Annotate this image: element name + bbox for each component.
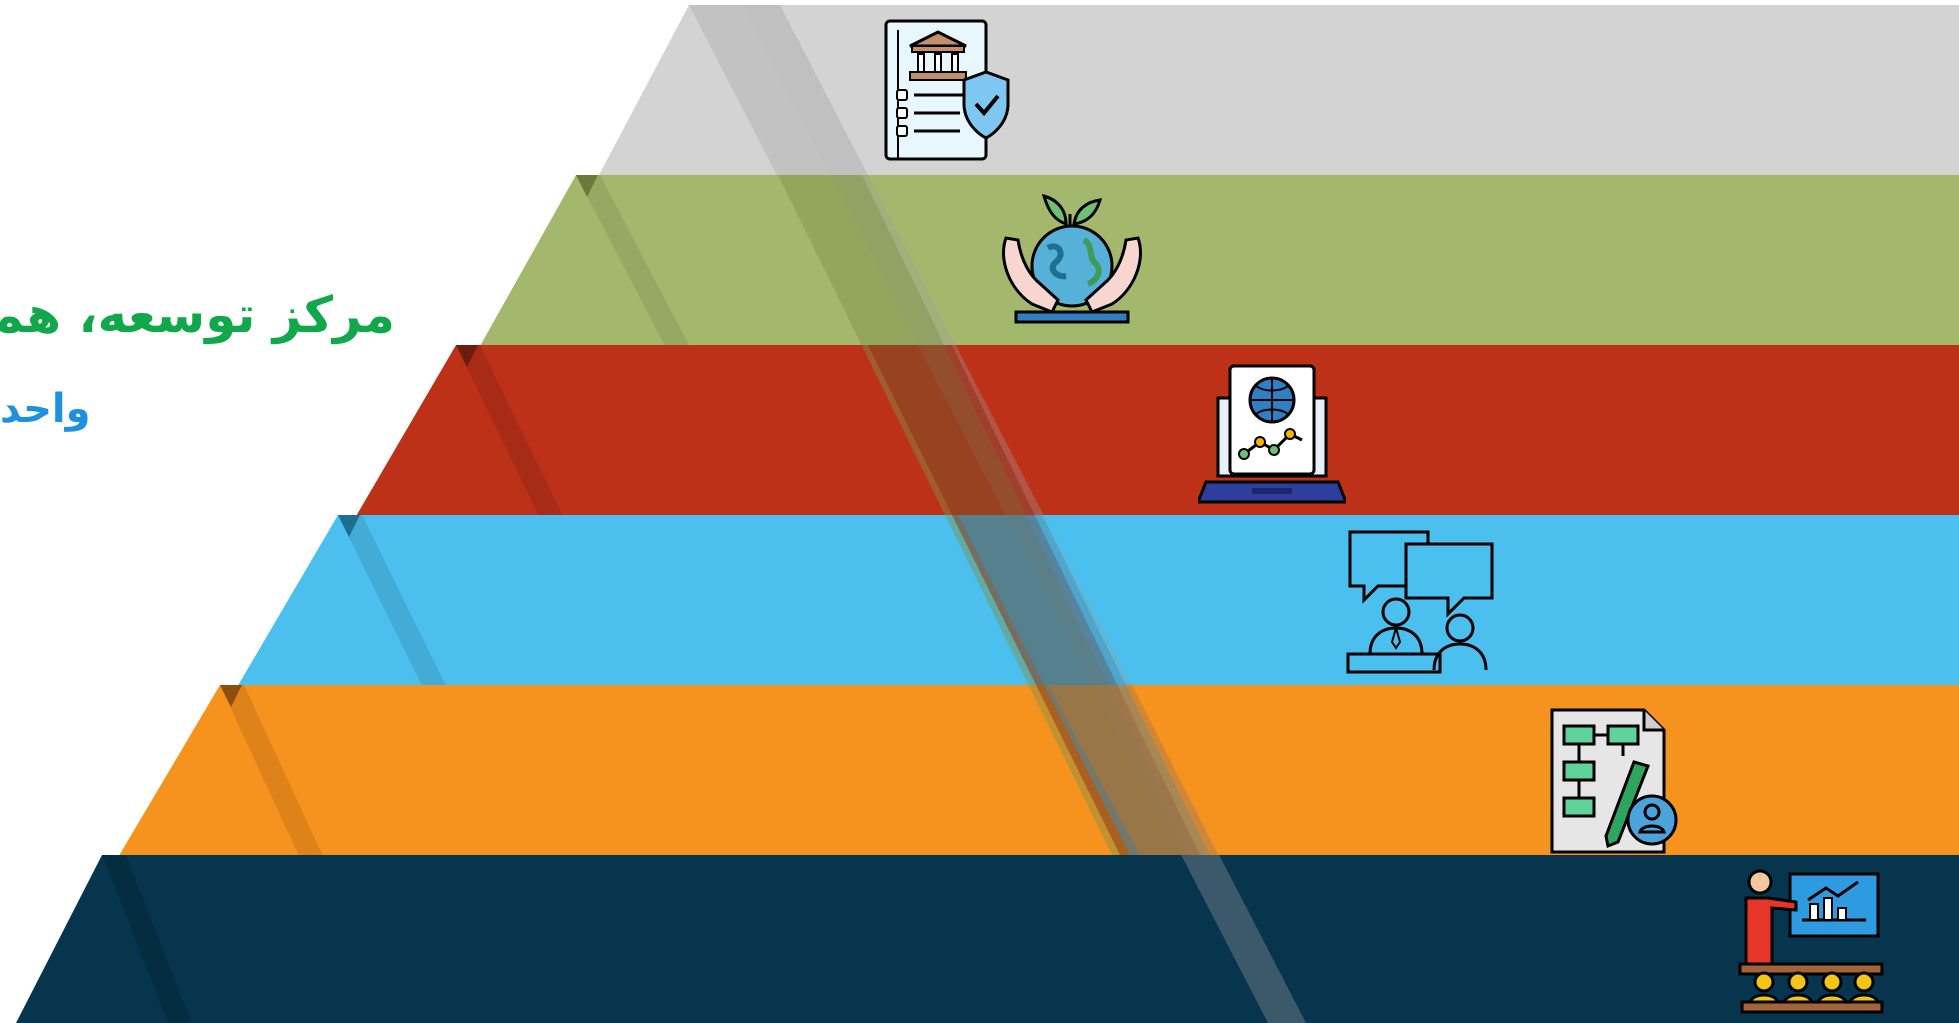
heading-subtitle: واحد — [0, 386, 91, 432]
band-green-overlay — [778, 175, 1190, 855]
globe-in-hands-plant-icon — [1002, 193, 1142, 324]
band-red-tip — [456, 345, 478, 367]
presentation-audience-chart-icon — [1738, 869, 1884, 1014]
band-green-tip — [576, 175, 598, 197]
consultation-chat-people-icon — [1346, 530, 1494, 674]
band-orange-overlay — [1048, 685, 1218, 855]
flowchart-document-user-icon — [1550, 708, 1678, 854]
band-blue-tip — [338, 515, 360, 537]
band-navy-shadow — [102, 855, 192, 1023]
band-gray-overlay — [742, 5, 1306, 1023]
heading-title: مرکز توسعه، هماهنگی و پشتیبانی دستگاه‌ها — [0, 286, 395, 344]
band-red-overlay — [868, 345, 1200, 855]
band-navy — [102, 855, 1959, 1023]
band-blue-overlay — [958, 515, 1210, 855]
band-navy-left — [16, 855, 190, 1023]
laptop-globe-chart-icon — [1198, 364, 1346, 504]
government-document-shield-icon — [884, 19, 1010, 161]
band-orange-tip — [220, 685, 242, 707]
